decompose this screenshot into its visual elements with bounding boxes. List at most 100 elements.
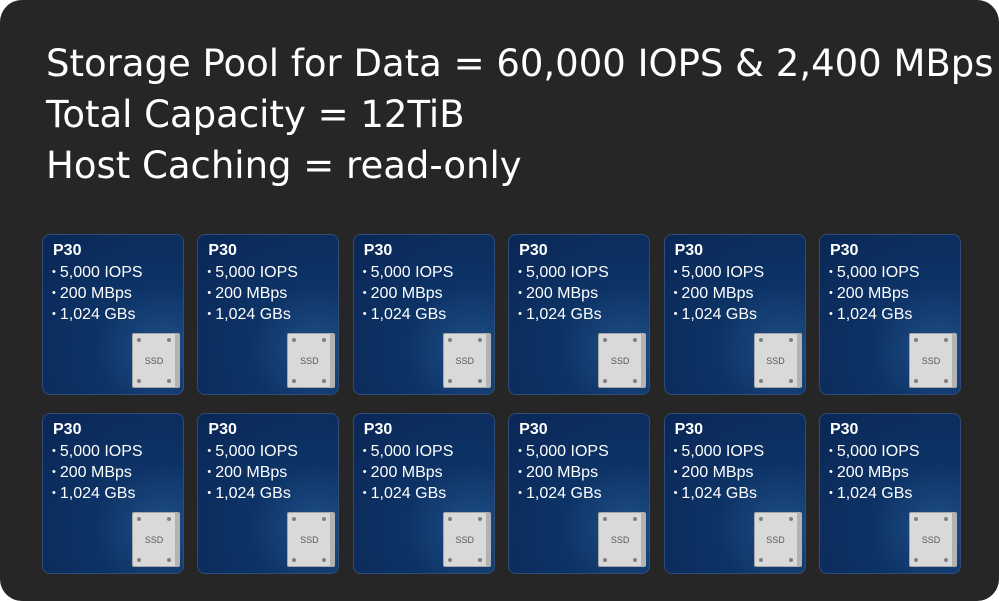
- disk-spec-text: 1,024 GBs: [215, 306, 291, 323]
- bullet-icon: •: [518, 445, 523, 457]
- disk-spec-item: •200 MBps: [674, 462, 765, 483]
- disk-spec-item: •200 MBps: [518, 462, 609, 483]
- disk-spec-text: 5,000 IOPS: [526, 443, 609, 460]
- screw-icon: [943, 517, 948, 521]
- screw-icon: [758, 379, 763, 383]
- disk-spec-text: 200 MBps: [681, 464, 754, 481]
- disk-spec-text: 200 MBps: [59, 464, 132, 481]
- disk-title: P30: [829, 421, 859, 438]
- bullet-icon: •: [673, 445, 678, 457]
- screw-icon: [322, 379, 327, 383]
- disk-spec-item: •1,024 GBs: [518, 483, 609, 504]
- disk-spec-item: •1,024 GBs: [674, 304, 765, 325]
- screw-icon: [758, 558, 763, 562]
- screw-icon: [167, 338, 171, 342]
- disk-title: P30: [53, 421, 82, 438]
- screw-icon: [447, 338, 452, 342]
- bullet-icon: •: [362, 487, 367, 499]
- bullet-icon: •: [828, 487, 833, 499]
- ssd-drive-icon: SSD: [287, 512, 336, 567]
- disk-spec-text: 1,024 GBs: [836, 306, 913, 323]
- screw-icon: [292, 379, 297, 383]
- disk-title: P30: [519, 242, 548, 259]
- disk-spec-item: •1,024 GBs: [674, 483, 765, 504]
- disk-spec-text: 1,024 GBs: [370, 485, 447, 502]
- bullet-icon: •: [207, 287, 212, 299]
- disk-title: P30: [208, 421, 237, 438]
- ssd-label: SSD: [455, 535, 475, 545]
- ssd-label: SSD: [300, 535, 319, 545]
- bullet-icon: •: [52, 266, 56, 278]
- screw-icon: [322, 338, 327, 342]
- disk-spec-text: 200 MBps: [526, 464, 599, 481]
- screw-icon: [788, 379, 793, 383]
- disk-spec-item: •5,000 IOPS: [518, 441, 609, 462]
- disk-spec-list: •5,000 IOPS•200 MBps•1,024 GBs: [674, 262, 765, 325]
- ssd-label: SSD: [144, 356, 164, 366]
- disk-spec-item: •200 MBps: [207, 283, 298, 304]
- disk-spec-list: •5,000 IOPS•200 MBps•1,024 GBs: [363, 262, 454, 325]
- bullet-icon: •: [673, 287, 678, 299]
- screw-icon: [603, 517, 608, 521]
- bullet-icon: •: [828, 445, 833, 457]
- disk-spec-item: •200 MBps: [363, 283, 454, 304]
- ssd-label: SSD: [921, 356, 941, 366]
- disk-spec-list: •5,000 IOPS•200 MBps•1,024 GBs: [518, 262, 609, 325]
- screw-icon: [943, 558, 948, 562]
- screw-icon: [603, 379, 608, 383]
- bullet-icon: •: [828, 466, 833, 478]
- bullet-icon: •: [52, 487, 56, 499]
- disk-spec-item: •200 MBps: [52, 462, 143, 483]
- screw-icon: [477, 558, 482, 562]
- disk-spec-item: •200 MBps: [829, 462, 920, 483]
- screw-icon: [137, 558, 141, 562]
- disk-spec-item: •5,000 IOPS: [829, 441, 920, 462]
- disk-spec-text: 5,000 IOPS: [370, 443, 454, 460]
- disk-spec-text: 1,024 GBs: [836, 485, 913, 502]
- disk-spec-list: •5,000 IOPS•200 MBps•1,024 GBs: [363, 441, 454, 504]
- disk-spec-text: 1,024 GBs: [215, 485, 291, 502]
- disk-spec-text: 5,000 IOPS: [370, 264, 454, 281]
- bullet-icon: •: [207, 466, 212, 478]
- screw-icon: [788, 338, 793, 342]
- screw-icon: [447, 558, 452, 562]
- screw-icon: [292, 517, 297, 521]
- ssd-drive-icon: SSD: [753, 512, 802, 567]
- screw-icon: [137, 517, 141, 521]
- disk-title: P30: [53, 242, 82, 259]
- ssd-label: SSD: [144, 535, 164, 545]
- screw-icon: [292, 558, 297, 562]
- disk-spec-item: •5,000 IOPS: [363, 441, 454, 462]
- screw-icon: [943, 379, 948, 383]
- disk-spec-text: 5,000 IOPS: [836, 443, 920, 460]
- screw-icon: [137, 379, 141, 383]
- screw-icon: [447, 379, 452, 383]
- ssd-drive-icon: SSD: [908, 333, 957, 388]
- disk-spec-item: •5,000 IOPS: [829, 262, 920, 283]
- screw-icon: [633, 338, 638, 342]
- disk-spec-item: •1,024 GBs: [52, 483, 143, 504]
- ssd-label: SSD: [300, 356, 319, 366]
- headline-capacity-line: Total Capacity = 12TiB: [46, 93, 465, 136]
- disk-spec-text: 200 MBps: [370, 285, 443, 302]
- disk-spec-text: 200 MBps: [215, 285, 288, 302]
- disk-spec-text: 5,000 IOPS: [59, 443, 143, 460]
- screw-icon: [167, 517, 171, 521]
- screw-icon: [477, 379, 482, 383]
- bullet-icon: •: [362, 445, 367, 457]
- disk-spec-text: 1,024 GBs: [370, 306, 447, 323]
- bullet-icon: •: [52, 287, 56, 299]
- screw-icon: [758, 338, 763, 342]
- disk-title: P30: [363, 421, 393, 438]
- bullet-icon: •: [362, 266, 367, 278]
- bullet-icon: •: [673, 266, 678, 278]
- headline-caching-line: Host Caching = read-only: [46, 144, 522, 187]
- disk-spec-text: 5,000 IOPS: [526, 264, 609, 281]
- bullet-icon: •: [828, 287, 833, 299]
